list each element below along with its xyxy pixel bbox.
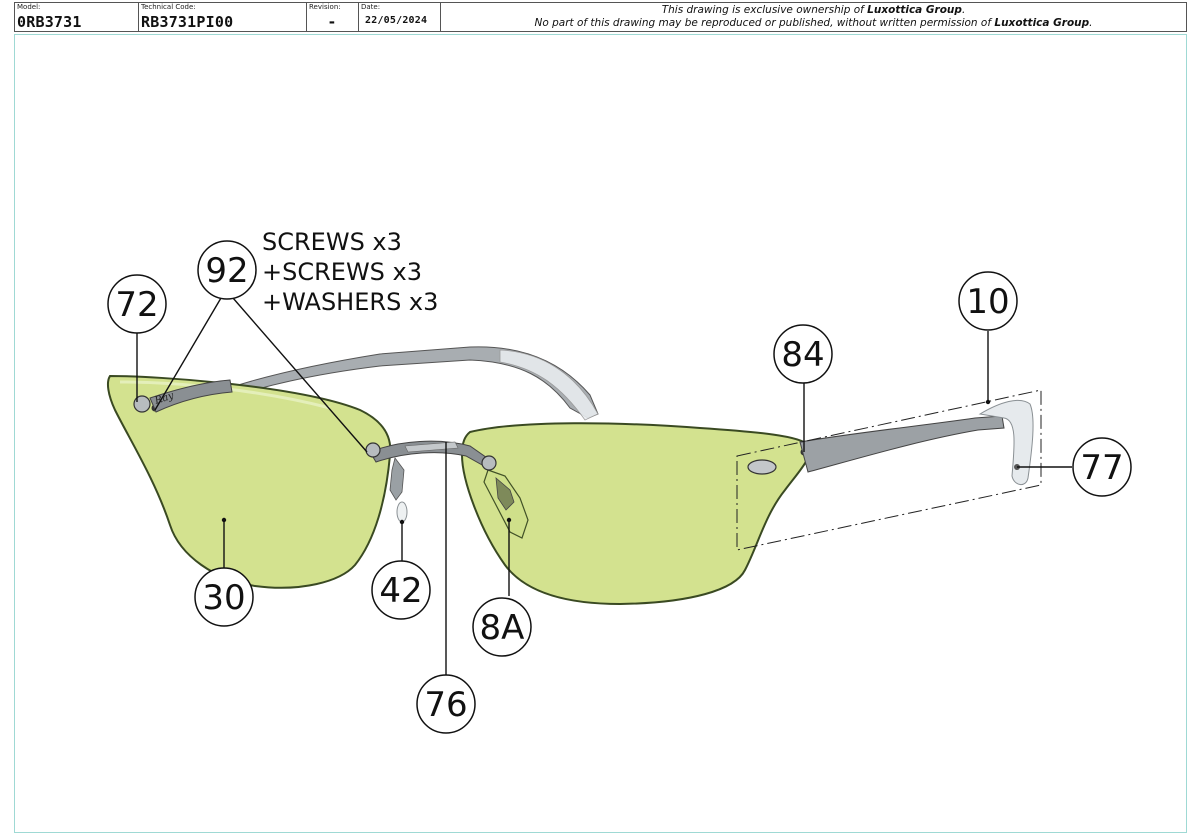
- revision-value: -: [327, 13, 337, 31]
- note-washers: +WASHERS x3: [262, 288, 438, 316]
- model-label: Model:: [17, 3, 41, 11]
- right-lens: [460, 422, 811, 606]
- svg-text:30: 30: [202, 578, 245, 618]
- svg-text:42: 42: [379, 571, 422, 611]
- ownership-notice: This drawing is exclusive ownership of L…: [441, 3, 1186, 31]
- date-cell: Date: 22/05/2024: [359, 3, 441, 31]
- revision-cell: Revision: -: [307, 3, 359, 31]
- leader-dots: [221, 399, 991, 525]
- notice-line-1: This drawing is exclusive ownership of L…: [441, 4, 1186, 17]
- revision-label: Revision:: [309, 3, 341, 11]
- near-temple: [799, 399, 1034, 485]
- note-screws: SCREWS x3: [262, 228, 402, 256]
- left-nose-pad: [389, 457, 408, 523]
- svg-text:76: 76: [424, 685, 467, 725]
- notice-line-1-end: .: [961, 4, 966, 16]
- svg-text:84: 84: [781, 335, 824, 375]
- model-value: 0RB3731: [17, 13, 82, 31]
- svg-text:77: 77: [1080, 448, 1123, 488]
- model-cell: Model: 0RB3731: [15, 3, 139, 31]
- technical-code-value: RB3731PI00: [141, 13, 234, 31]
- callout-84: 84: [773, 324, 833, 384]
- date-label: Date:: [361, 3, 381, 11]
- left-lens: [106, 374, 392, 589]
- svg-text:72: 72: [115, 285, 158, 325]
- callout-10: 10: [958, 271, 1018, 331]
- callout-42: 42: [371, 560, 431, 620]
- notice-line-1-text: This drawing is exclusive ownership of: [661, 4, 868, 16]
- title-block: Model: 0RB3731 Technical Code: RB3731PI0…: [14, 2, 1187, 32]
- drawing-frame: [14, 34, 1187, 833]
- note-extra-screws: +SCREWS x3: [262, 258, 422, 286]
- far-temple: [234, 346, 599, 421]
- notice-line-2-text: No part of this drawing may be reproduce…: [534, 17, 995, 29]
- notice-owner-1: Luxottica Group: [867, 4, 962, 16]
- callout-30: 30: [194, 567, 254, 627]
- left-hinge: [149, 379, 233, 413]
- leader-lines: [136, 297, 1072, 675]
- notice-owner-2: Luxottica Group: [994, 17, 1090, 29]
- notice-line-2: No part of this drawing may be reproduce…: [441, 17, 1186, 30]
- bridge: [369, 440, 491, 467]
- technical-code-label: Technical Code:: [141, 3, 196, 11]
- svg-text:92: 92: [205, 251, 248, 291]
- technical-code-cell: Technical Code: RB3731PI00: [139, 3, 307, 31]
- callout-92: 92: [197, 240, 257, 300]
- right-nose-pad: [483, 469, 529, 539]
- svg-text:10: 10: [966, 282, 1009, 322]
- callout-76: 76: [416, 674, 476, 734]
- svg-text:8A: 8A: [480, 608, 525, 648]
- notice-line-2-end: .: [1089, 17, 1093, 29]
- date-value: 22/05/2024: [365, 15, 428, 26]
- temple-detail-outline: [736, 389, 1042, 551]
- callout-8a: 8A: [472, 597, 532, 657]
- callout-77: 77: [1072, 437, 1132, 497]
- callout-72: 72: [107, 274, 167, 334]
